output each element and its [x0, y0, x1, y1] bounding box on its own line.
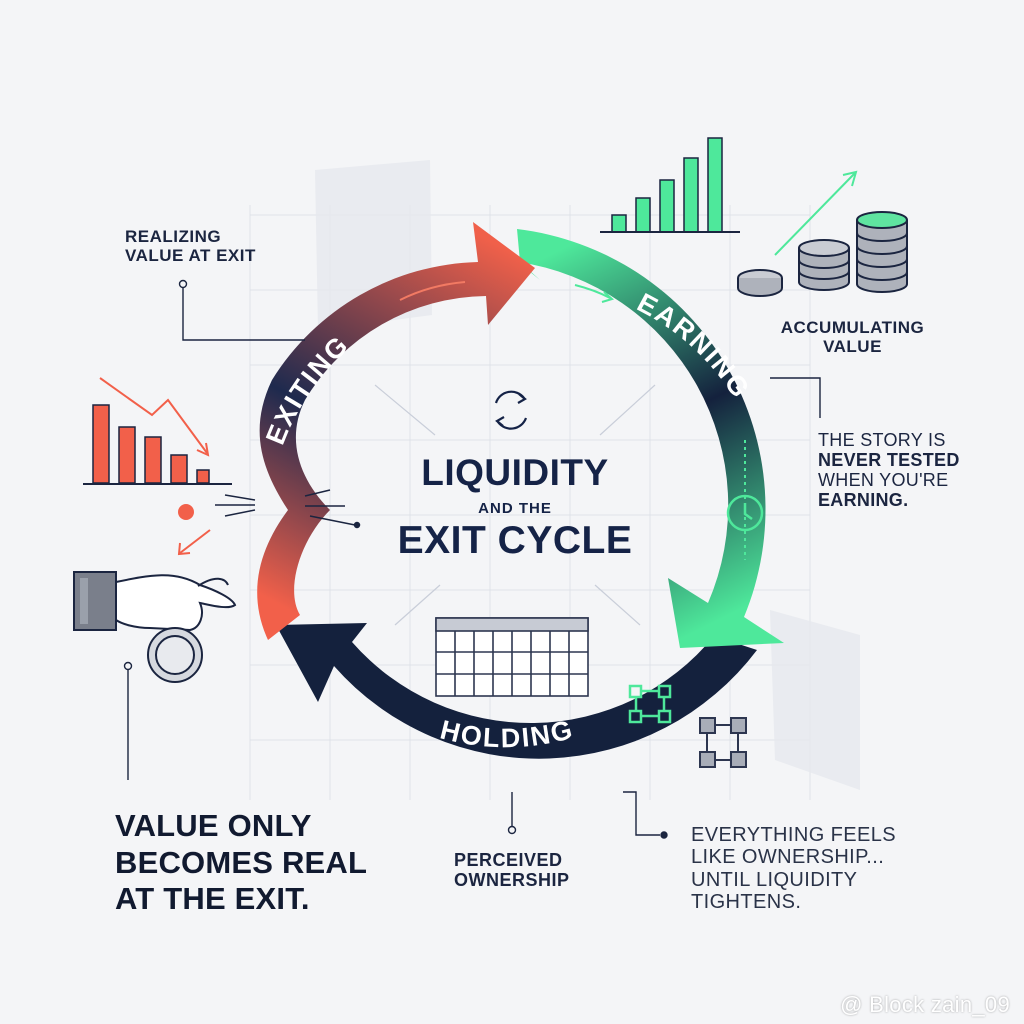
- label-accumulating-value: ACCUMULATING VALUE: [770, 318, 935, 356]
- label-realizing-value: REALIZING VALUE AT EXIT: [125, 227, 256, 265]
- label-value-only-line-3: AT THE EXIT.: [115, 881, 310, 917]
- nodes-icon-green: [628, 684, 672, 724]
- trend-arrow-down: [99, 377, 210, 457]
- label-story-line-1: THE STORY IS: [818, 430, 946, 450]
- calendar-icon: [435, 617, 589, 697]
- hand-with-coin-icon: [73, 571, 237, 683]
- label-story-line-3: WHEN YOU'RE: [818, 470, 949, 491]
- holding-arrow: [276, 623, 757, 759]
- stage-label-earning: EARNING: [632, 287, 756, 404]
- label-value-only-line-1: VALUE ONLY: [115, 808, 312, 843]
- label-accumulating-line-1: ACCUMULATING: [780, 318, 925, 337]
- label-everything-line-4: TIGHTENS.: [691, 891, 802, 914]
- cycle-icon: [494, 390, 528, 430]
- diagram-title: LIQUIDITY AND THE EXIT CYCLE: [380, 452, 650, 563]
- label-realizing-line-1: REALIZING: [125, 227, 222, 246]
- trend-arrow-up: [774, 170, 858, 256]
- label-story-never-tested: THE STORY IS NEVER TESTED WHEN YOU'RE EA…: [818, 430, 960, 511]
- label-everything-line-2: LIKE OWNERSHIP...: [691, 846, 885, 869]
- label-realizing-line-2: VALUE AT EXIT: [125, 246, 256, 266]
- bar-chart-rising-icon: [600, 137, 740, 233]
- band-arrow-marks: [399, 281, 746, 560]
- clock-icon: [726, 494, 764, 532]
- earning-arrow: [517, 229, 784, 648]
- coin-stack-icon: [737, 211, 908, 297]
- title-line-3: EXIT CYCLE: [397, 519, 633, 562]
- exiting-arrow: [257, 222, 535, 640]
- decor-panel-right: [770, 610, 860, 790]
- label-story-line-2: NEVER TESTED: [818, 450, 960, 471]
- pinch-lines: [215, 489, 361, 529]
- nodes-icon: [699, 717, 747, 768]
- label-perceived-ownership: PERCEIVED OWNERSHIP: [454, 850, 570, 890]
- label-everything-line-3: UNTIL LIQUIDITY: [691, 868, 858, 891]
- exit-leak-arrow: [177, 529, 211, 556]
- leader-lines: [123, 279, 821, 839]
- title-line-1: LIQUIDITY: [421, 452, 609, 493]
- label-everything-line-1: EVERYTHING FEELS: [691, 824, 896, 846]
- label-perceived-line-1: PERCEIVED: [454, 850, 563, 870]
- label-accumulating-line-2: VALUE: [823, 337, 882, 357]
- exit-dot: [178, 504, 194, 520]
- title-line-2: AND THE: [478, 500, 552, 517]
- watermark: @ Block zain_09: [840, 992, 1010, 1017]
- bar-chart-falling-icon: [83, 404, 232, 485]
- label-story-line-4: EARNING.: [818, 490, 909, 511]
- label-value-only-line-2: BECOMES REAL: [115, 844, 368, 880]
- stage-label-holding: HOLDING: [437, 714, 577, 754]
- label-value-only-real: VALUE ONLY BECOMES REAL AT THE EXIT.: [115, 808, 367, 918]
- label-everything-feels: EVERYTHING FEELS LIKE OWNERSHIP... UNTIL…: [691, 824, 896, 914]
- label-perceived-line-2: OWNERSHIP: [454, 870, 570, 891]
